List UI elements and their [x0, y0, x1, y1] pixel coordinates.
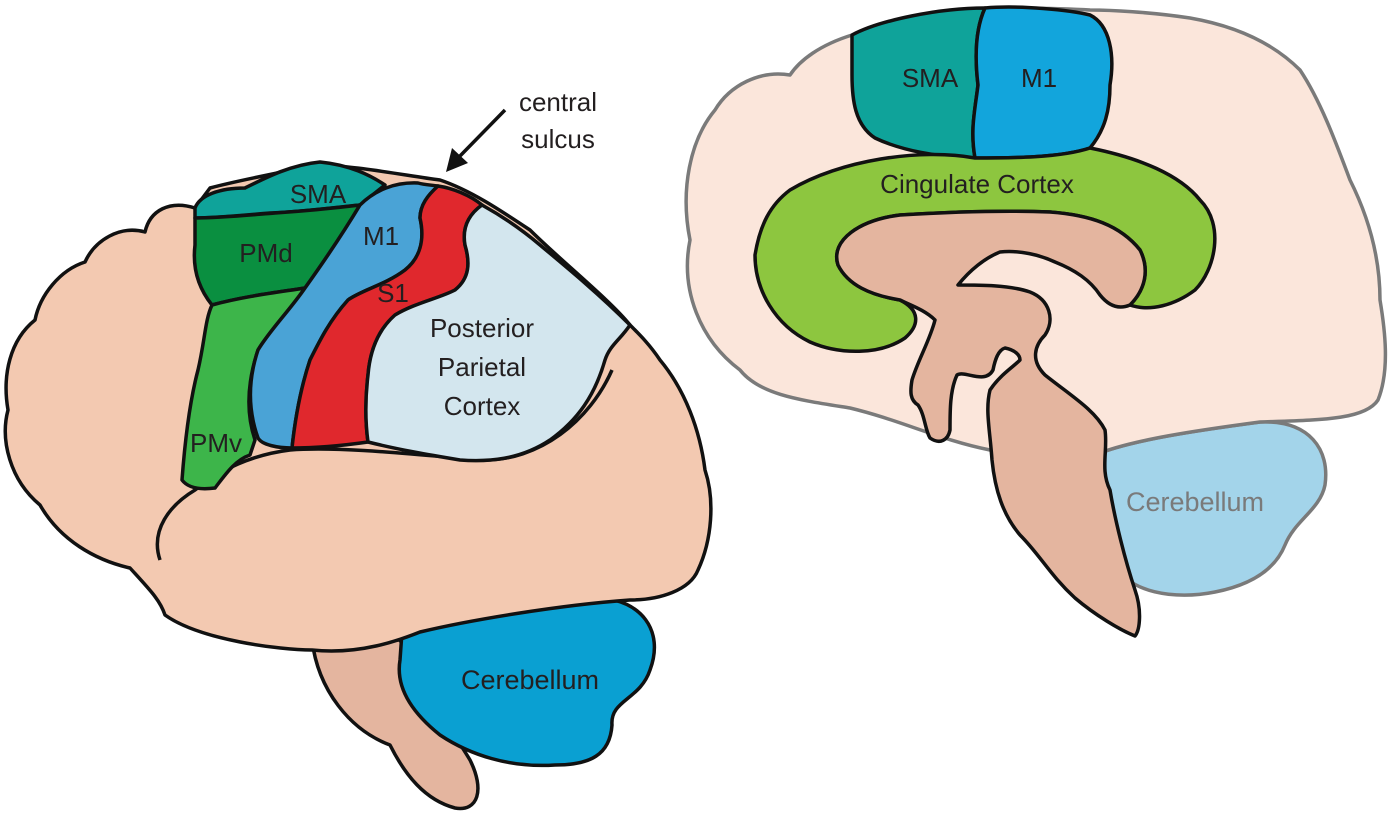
s1-label: S1 [377, 278, 409, 308]
medial-sma-label: SMA [902, 63, 959, 93]
medial-brainstem [834, 209, 1147, 638]
central-sulcus-label-line1: central [519, 87, 597, 117]
ppc-region [364, 203, 632, 463]
ppc-label-line3: Cortex [444, 391, 521, 421]
cingulate-label: Cingulate Cortex [880, 169, 1074, 199]
lateral-brain-view: central sulcus SMA PMd PMv M1 S1 Posteri… [3, 87, 713, 811]
lateral-cerebellum-label: Cerebellum [461, 665, 599, 695]
pmv-label: PMv [190, 428, 242, 458]
central-sulcus-arrow [446, 108, 507, 172]
medial-brain-view: SMA M1 Cingulate Cortex Cerebellum [684, 5, 1388, 638]
pmd-label: PMd [239, 238, 292, 268]
medial-m1-label: M1 [1021, 63, 1057, 93]
lateral-m1-label: M1 [363, 221, 399, 251]
medial-cerebellum-label: Cerebellum [1126, 487, 1264, 517]
lateral-sma-label: SMA [290, 179, 347, 209]
central-sulcus-label-line2: sulcus [521, 124, 595, 154]
ppc-label-line1: Posterior [430, 313, 534, 343]
ppc-label-line2: Parietal [438, 352, 526, 382]
